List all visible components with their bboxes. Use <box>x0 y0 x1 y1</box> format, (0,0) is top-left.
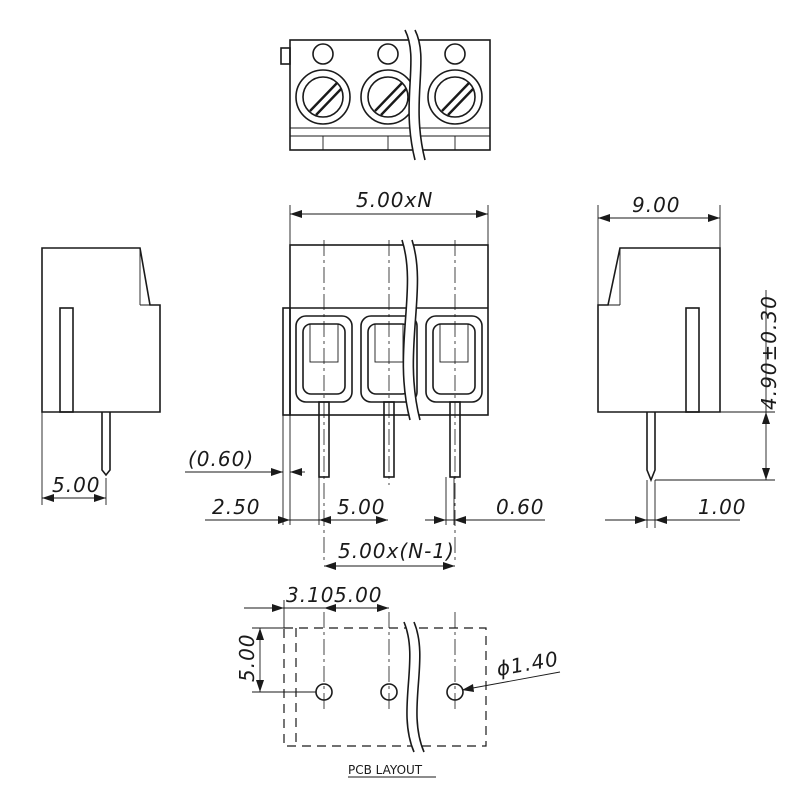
dim-pitch-span: 5.00x(N-1) <box>324 539 455 570</box>
label-pcb-row: 5.00 <box>235 633 259 682</box>
dim-pin-width: 0.60 <box>425 495 545 524</box>
label-pin-width: 0.60 <box>496 495 545 519</box>
label-pin-offset-left: 5.00 <box>52 473 101 497</box>
label-pin-thickness: (0.60) <box>188 447 254 471</box>
dim-pin-thickness: (0.60) <box>185 447 305 476</box>
label-pcb-edge: 3.10 <box>286 583 335 607</box>
front-view <box>282 205 489 560</box>
right-side-view: 9.00 4.90±0.30 1.00 <box>597 193 781 528</box>
label-total-width: 5.00xN <box>356 188 433 212</box>
label-pin-offset-right: 1.00 <box>698 495 747 519</box>
label-height: 4.90±0.30 <box>757 295 781 410</box>
left-side-view: 5.00 <box>41 247 161 505</box>
label-hole-diameter: ϕ1.40 <box>495 646 561 681</box>
top-view <box>280 29 491 161</box>
pcb-layout-caption: PCB LAYOUT <box>348 763 423 777</box>
dim-pin-pitch-row: 2.50 5.00 <box>205 495 388 524</box>
label-pcb-pitch: 5.00 <box>334 583 383 607</box>
dim-total-width: 5.00xN <box>290 188 488 218</box>
pcb-layout-view: 3.10 5.00 5.00 ϕ1.40 PCB LAYOUT <box>235 583 561 778</box>
label-pitch-span: 5.00x(N-1) <box>338 539 455 563</box>
label-edge-to-pin: 2.50 <box>212 495 261 519</box>
label-side-depth: 9.00 <box>632 193 681 217</box>
label-pin-pitch: 5.00 <box>337 495 386 519</box>
